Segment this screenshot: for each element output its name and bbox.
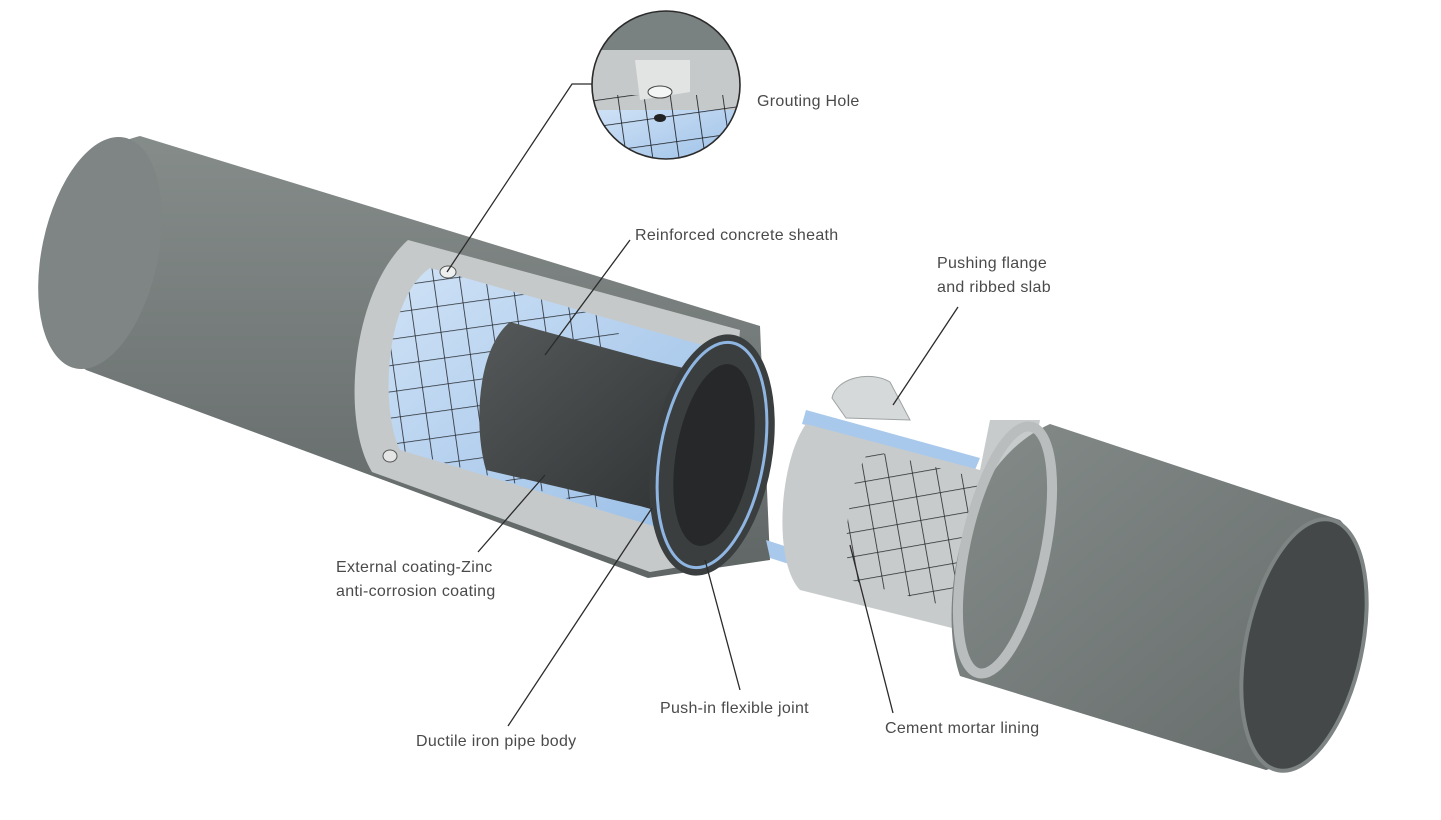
label-pushing-flange-line1: Pushing flange bbox=[937, 255, 1048, 272]
leader-ductile-iron bbox=[507, 507, 653, 727]
label-ductile-iron: Ductile iron pipe body bbox=[416, 730, 576, 754]
right-lining-channel-top bbox=[802, 410, 980, 470]
socket-ring-inner bbox=[673, 364, 755, 546]
socket-ring-blue bbox=[655, 340, 769, 570]
label-grouting-hole-text: Grouting Hole bbox=[757, 93, 860, 110]
label-push-in-joint-text: Push-in flexible joint bbox=[660, 700, 809, 717]
label-grouting-hole: Grouting Hole bbox=[757, 90, 860, 114]
right-pipe-rear-rim bbox=[952, 421, 1058, 679]
leader-reinforced-sheath bbox=[544, 239, 631, 356]
label-reinforced-sheath-text: Reinforced concrete sheath bbox=[635, 227, 839, 244]
reinforcement-mesh-right bbox=[846, 450, 985, 610]
label-external-coating-line1: External coating-Zinc bbox=[336, 559, 493, 576]
left-pipe-segment bbox=[38, 136, 775, 578]
leader-grouting-hole bbox=[446, 83, 592, 273]
leader-lines bbox=[446, 83, 959, 727]
leader-pushing-flange bbox=[892, 306, 959, 406]
label-cement-lining: Cement mortar lining bbox=[885, 717, 1040, 741]
grouting-hole-bottom bbox=[382, 449, 398, 463]
label-ductile-iron-text: Ductile iron pipe body bbox=[416, 733, 577, 750]
label-cement-lining-text: Cement mortar lining bbox=[885, 720, 1040, 737]
label-reinforced-sheath: Reinforced concrete sheath bbox=[635, 224, 838, 248]
label-external-coating-line2: anti-corrosion coating bbox=[336, 583, 496, 600]
right-pipe-opening bbox=[1241, 519, 1367, 771]
label-push-in-joint: Push-in flexible joint bbox=[660, 697, 809, 721]
left-pipe-end bbox=[38, 136, 162, 370]
grouting-hole-inset bbox=[591, 10, 741, 160]
pushing-flange-rib bbox=[831, 375, 911, 421]
grouting-hole-top bbox=[439, 265, 457, 279]
leader-external-coating bbox=[477, 474, 546, 553]
label-pushing-flange-line2: and ribbed slab bbox=[937, 279, 1051, 296]
leader-cement-lining bbox=[849, 544, 894, 714]
right-pipe-rim bbox=[1239, 517, 1369, 773]
label-pushing-flange: Pushing flange and ribbed slab bbox=[937, 252, 1051, 300]
ductile-iron-inner bbox=[479, 322, 700, 520]
inset-border bbox=[591, 10, 741, 160]
leader-push-in-joint bbox=[704, 559, 741, 691]
right-pipe-segment bbox=[766, 375, 1369, 773]
label-external-coating: External coating-Zinc anti-corrosion coa… bbox=[336, 556, 496, 604]
